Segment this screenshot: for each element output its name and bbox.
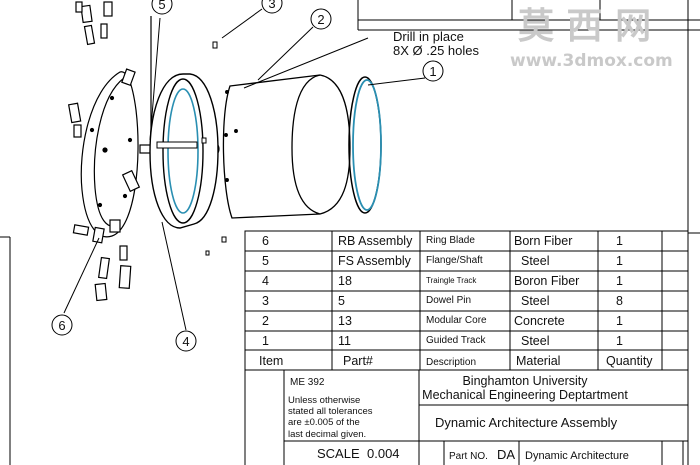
bom-material-cell: Steel [521,294,550,308]
callout-1: 1 [422,60,444,82]
bom-item-cell: 4 [262,274,269,288]
bom-part-cell: FS Assembly [338,254,412,268]
bom-quantity-cell: Quantity [606,354,653,368]
drawing-title: Dynamic Architecture Assembly [435,415,618,430]
scale-label: SCALE [317,446,360,461]
watermark-logo: 莫 西 网 [518,6,651,47]
bom-material-cell: Boron Fiber [514,274,579,288]
bom-table: 6 RB Assembly Ring Blade Born Fiber 1 5 FS Ass… [244,230,689,371]
bom-material-cell: Born Fiber [514,234,572,248]
bom-header: Item Part# Description Material Quantity [259,354,653,368]
tolerance-note-3: are ±0.005 of the [288,417,360,428]
bom-row: 2 13 Modular Core Concrete 1 [262,314,623,328]
drill-note: Drill in place 8X Ø .25 holes [393,29,479,58]
callout-6: 6 [51,314,73,336]
bom-item-cell: 1 [262,334,269,348]
bom-quantity-cell: 1 [616,254,623,268]
bom-description-cell: Modular Core [426,315,487,326]
svg-text:2: 2 [317,12,324,27]
svg-text:3: 3 [268,0,275,11]
callout-5: 5 [151,0,173,15]
bom-part-cell: RB Assembly [338,234,413,248]
bom-part-cell: Part# [343,354,373,368]
part-no-label: Part NO. [449,451,488,462]
bom-item-cell: 6 [262,234,269,248]
svg-text:1: 1 [429,64,436,79]
bom-material-cell: Steel [521,254,550,268]
bom-quantity-cell: 8 [616,294,623,308]
triangle-track [149,73,219,229]
bom-quantity-cell: 1 [616,274,623,288]
watermark-url: www.3dmox.com [510,51,673,71]
bom-quantity-cell: 1 [616,234,623,248]
svg-text:5: 5 [158,0,165,12]
bom-row: 6 RB Assembly Ring Blade Born Fiber 1 [262,234,623,248]
bom-description-cell: Flange/Shaft [426,255,483,266]
svg-text:4: 4 [182,334,189,349]
bom-part-cell: 11 [338,334,351,348]
callout-4: 4 [175,330,197,352]
bom-row: 4 18 Traingle Track Boron Fiber 1 [262,274,623,288]
bom-row: 3 5 Dowel Pin Steel 8 [262,294,623,308]
tolerance-note-2: stated all tolerances [288,406,373,417]
bom-row: 5 FS Assembly Flange/Shaft Steel 1 [262,254,623,268]
ring-blade-assembly [67,1,141,302]
title-block: ME 392 Unless otherwise stated all toler… [244,369,688,465]
bom-material-cell: Material [516,354,560,368]
department-name: Mechanical Engineering Deptartment [422,388,628,402]
svg-text:6: 6 [58,318,65,333]
modular-core [222,74,351,219]
bom-quantity-cell: 1 [616,314,623,328]
drill-note-line1: Drill in place [393,29,464,44]
drill-note-line2: 8X Ø .25 holes [393,43,479,58]
bom-part-cell: 18 [338,274,352,288]
guided-track [348,76,382,214]
tolerance-note-1: Unless otherwise [288,395,360,406]
scale-value: 0.004 [367,446,400,461]
bom-item-cell: 5 [262,254,269,268]
dowel-pins [201,41,227,256]
leader-lines [63,8,426,331]
bom-part-cell: 5 [338,294,345,308]
bom-item-cell: 2 [262,314,269,328]
bom-item-cell: 3 [262,294,269,308]
part-no-value: DA [497,447,515,462]
callout-3: 3 [261,0,283,14]
bom-description-cell: Guided Track [426,335,486,346]
bom-description-cell: Description [426,357,476,368]
watermark: 莫 西 网 www.3dmox.com [510,6,673,71]
bom-description-cell: Ring Blade [426,235,475,246]
bom-quantity-cell: 1 [616,334,623,348]
part-name: Dynamic Architecture [525,450,629,462]
bom-item-cell: Item [259,354,283,368]
course-code: ME 392 [290,377,325,388]
bom-part-cell: 13 [338,314,352,328]
university-name: Binghamton University [462,374,588,388]
bom-description-cell: Traingle Track [426,276,477,285]
tolerance-note-4: last decimal given. [288,429,366,440]
callout-2: 2 [310,8,332,30]
bom-description-cell: Dowel Pin [426,295,471,306]
bom-material-cell: Concrete [514,314,565,328]
bom-material-cell: Steel [521,334,550,348]
